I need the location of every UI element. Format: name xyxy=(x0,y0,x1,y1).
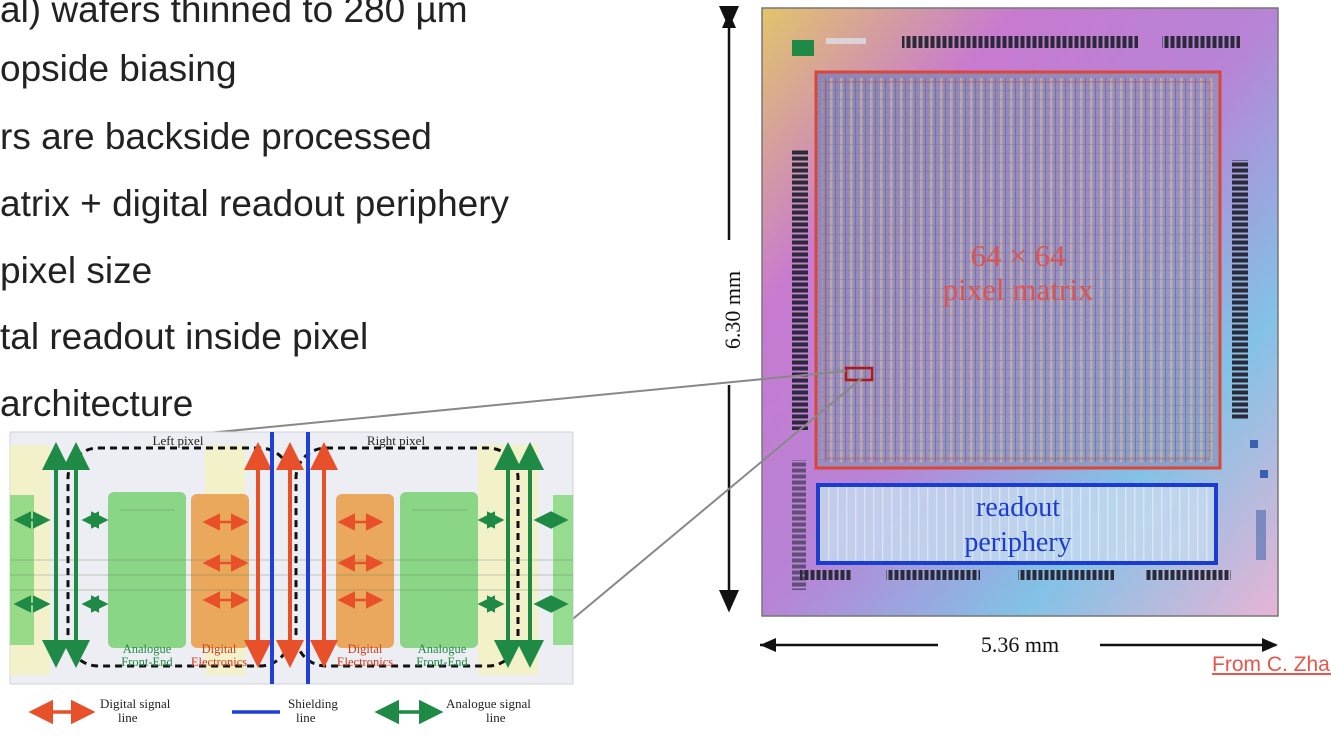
right-pixel-label: Right pixel xyxy=(367,433,426,448)
legend-digital-label: Digital signal xyxy=(100,696,171,711)
digital-left-label-1: Digital xyxy=(202,642,237,656)
digital-right-label-1: Digital xyxy=(348,642,383,656)
bullet-pixel-size: pixel size xyxy=(0,250,153,291)
top-pads-right xyxy=(1162,36,1240,48)
afe-left-label-2: Front-End xyxy=(121,655,173,669)
bullet-backside: rs are backside processed xyxy=(0,116,432,157)
legend-digital-label-2: line xyxy=(118,710,138,725)
right-pads xyxy=(1232,160,1248,420)
bullet-topside-biasing: opside biasing xyxy=(0,48,237,89)
top-pads xyxy=(902,36,1138,48)
legend-analogue: Analogue signal line xyxy=(374,696,531,725)
logo-block xyxy=(792,40,814,56)
legend-digital: Digital signal line xyxy=(28,696,171,725)
readout-label-1: readout xyxy=(976,492,1060,523)
digital-left-label-2: Electronics xyxy=(191,655,247,669)
afe-block-edge-right xyxy=(553,495,573,645)
afe-block-edge-left xyxy=(10,495,34,645)
height-label: 6.30 mm xyxy=(720,271,745,349)
bullet-list: al) wafers thinned to 280 µm opside bias… xyxy=(0,0,700,430)
legend-analogue-label-2: line xyxy=(486,710,506,725)
bullet-readout-inside: tal readout inside pixel xyxy=(0,316,369,357)
readout-periphery: readout periphery xyxy=(816,483,1218,565)
credit-link[interactable]: From C. Zhang xyxy=(1212,653,1331,676)
afe-left-label-1: Analogue xyxy=(123,642,172,656)
height-dimension: 6.30 mm xyxy=(719,6,745,613)
digital-block-right xyxy=(336,494,394,648)
matrix-label-name: pixel matrix xyxy=(943,272,1094,307)
width-dimension: 5.36 mm xyxy=(760,632,1278,657)
digital-block-left xyxy=(191,494,249,648)
afe-block-right xyxy=(400,492,478,648)
bullet-wafers: al) wafers thinned to 280 µm xyxy=(0,0,468,30)
matrix-label-size: 64 × 64 xyxy=(971,238,1066,273)
left-pads xyxy=(792,150,808,430)
afe-block-left xyxy=(108,492,186,648)
legend-analogue-label: Analogue signal xyxy=(446,696,531,711)
matrix-outline xyxy=(814,70,1222,470)
legend-shielding-label-2: line xyxy=(296,710,316,725)
width-label: 5.36 mm xyxy=(981,632,1059,657)
bullet-architecture: architecture xyxy=(0,383,194,424)
afe-right-label-1: Analogue xyxy=(418,642,467,656)
bullet-matrix-periphery: atrix + digital readout periphery xyxy=(0,183,510,224)
readout-label-2: periphery xyxy=(964,527,1071,558)
left-pixel-label: Left pixel xyxy=(153,433,204,448)
pixel-layout-diagram: Left pixel Right pixel xyxy=(9,431,574,685)
legend-shielding-label: Shielding xyxy=(288,696,338,711)
legend: Digital signal line Shielding line Analo… xyxy=(28,696,531,725)
readout-outline xyxy=(816,483,1218,565)
digital-right-label-2: Electronics xyxy=(337,655,393,669)
pixel-matrix: 64 × 64 pixel matrix xyxy=(814,70,1222,470)
legend-shielding: Shielding line xyxy=(232,696,338,725)
afe-right-label-2: Front-End xyxy=(416,655,468,669)
